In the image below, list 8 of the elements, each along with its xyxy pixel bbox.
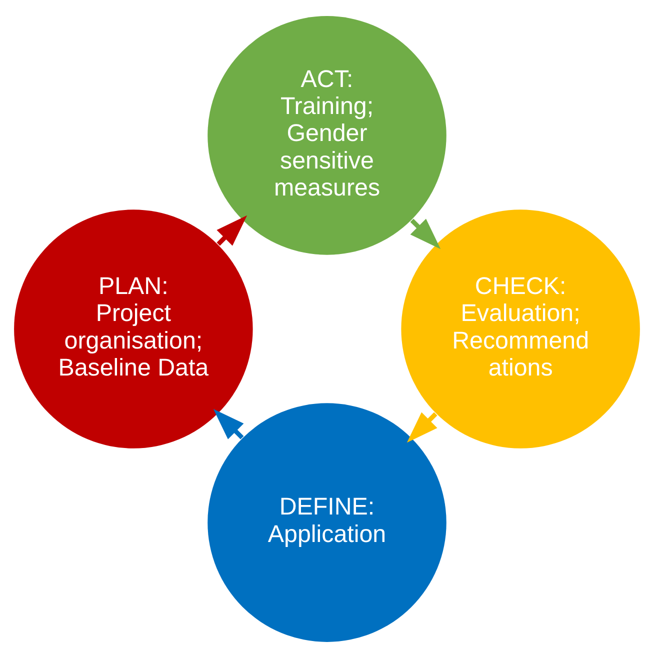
arrow: [410, 218, 441, 249]
arrow: [406, 412, 438, 442]
node-circle: PLAN: Project organisation; Baseline Data: [14, 209, 253, 448]
node-circle: DEFINE: Application: [208, 402, 446, 642]
node-circle: CHECK: Evaluation; Recommend ations: [401, 209, 640, 448]
arrow: [213, 408, 244, 439]
arrow: [216, 214, 248, 246]
node-circle: ACT: Training; Gender sensitive measures: [208, 16, 446, 254]
